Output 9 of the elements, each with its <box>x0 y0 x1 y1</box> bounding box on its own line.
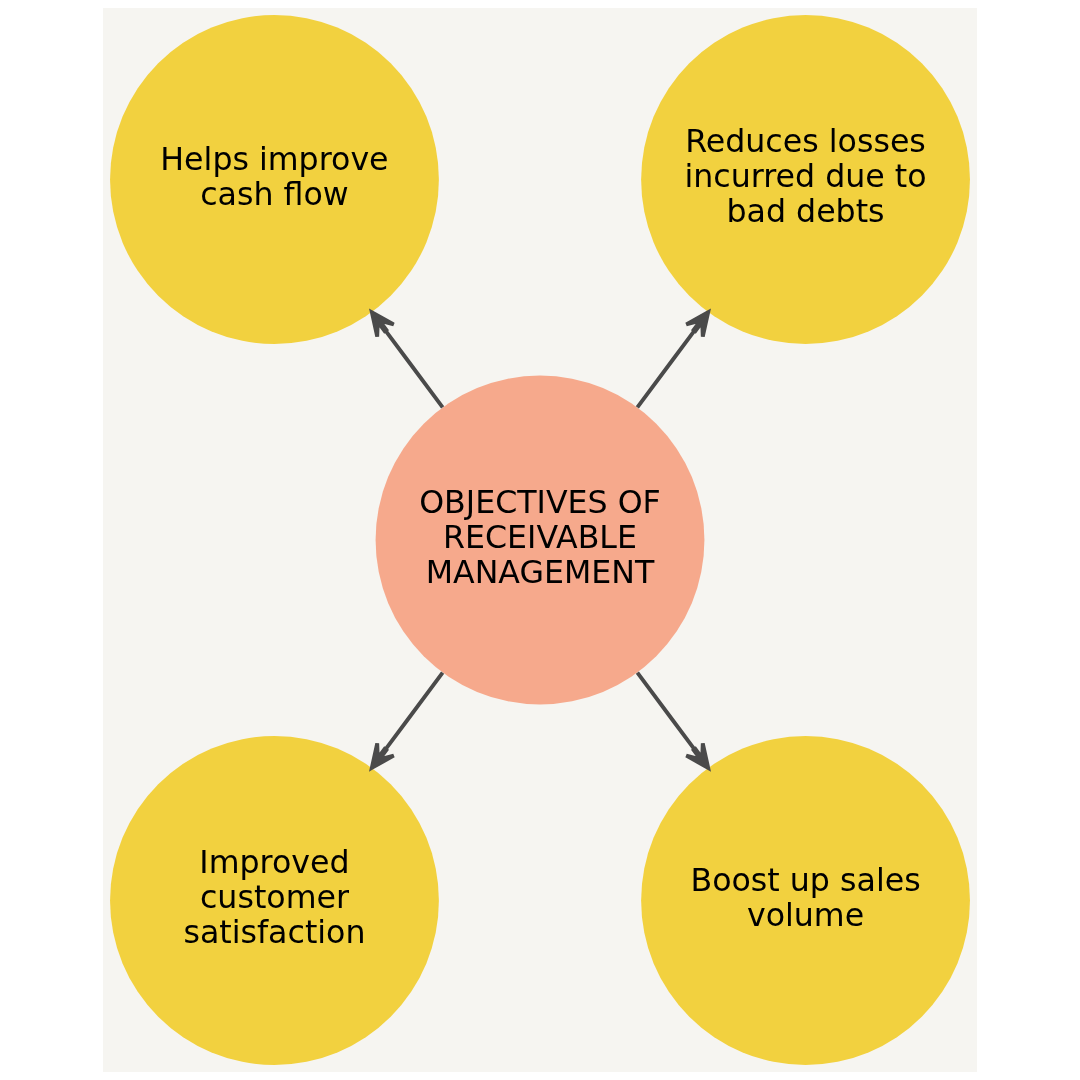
node-circle: Boost up sales volume <box>641 736 970 1065</box>
node-circle: Helps improve cash flow <box>110 15 439 344</box>
arrow <box>635 671 711 770</box>
arrow <box>369 671 445 770</box>
node-circle: OBJECTIVES OF RECEIVABLE MANAGEMENT <box>375 375 705 705</box>
node-circle: Improved customer satisfaction <box>110 736 439 1065</box>
arrow <box>635 310 711 409</box>
arrow <box>369 310 445 409</box>
node-circle: Reduces losses incurred due to bad debts <box>641 15 970 344</box>
